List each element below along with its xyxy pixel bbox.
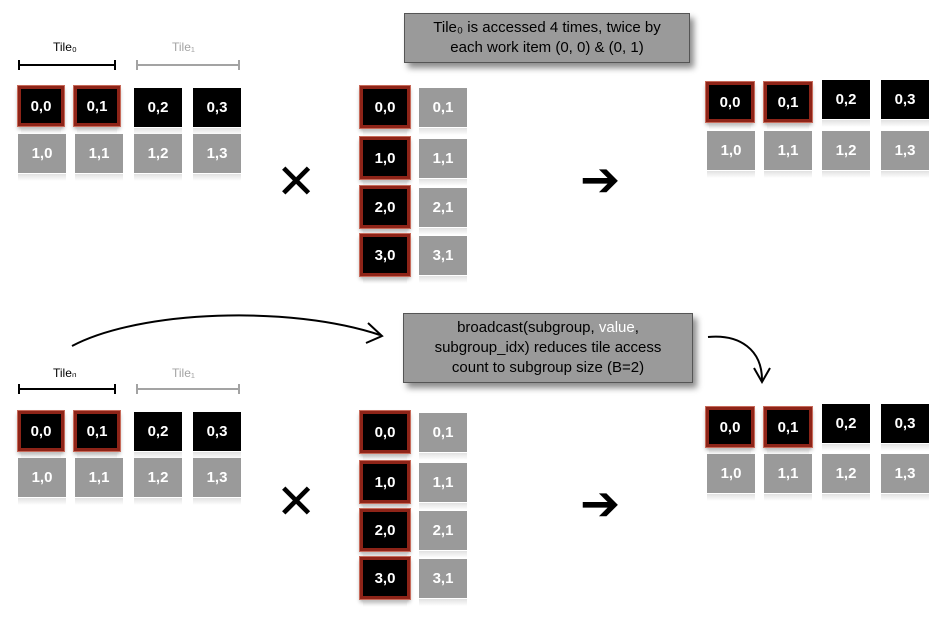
- matrix-cell: 0,2: [822, 404, 870, 451]
- matrix-cell: 2,0: [360, 186, 410, 236]
- multiply-symbol-bottom: ✕: [276, 474, 317, 530]
- matrix-cell: 1,1: [764, 131, 812, 178]
- callout-top: Tile₀ is accessed 4 times, twice by each…: [404, 13, 690, 63]
- matrix-cell: 0,0: [706, 82, 754, 130]
- callout-bottom-line3: count to subgroup size (B=2): [451, 359, 645, 376]
- matrix-cell: 0,3: [881, 404, 929, 451]
- tile1-label-bottom: Tile₁: [172, 366, 195, 380]
- matrix-cell: 1,2: [822, 131, 870, 178]
- callout-bottom-post: ,: [634, 319, 639, 336]
- matrix-cell: 1,0: [360, 461, 410, 511]
- matrix-cell: 1,1: [75, 134, 123, 181]
- matrix-cell: 0,2: [134, 88, 182, 135]
- matrix-cell: 2,1: [419, 511, 467, 558]
- matrix-cell: 3,0: [360, 557, 410, 607]
- matrix-cell: 1,1: [75, 458, 123, 505]
- matrix-cell: 1,3: [881, 454, 929, 501]
- matrix-cell: 1,3: [193, 458, 241, 505]
- matrix-cell: 1,0: [360, 137, 410, 187]
- curved-arrow-right-head: [753, 367, 771, 385]
- matrix-cell: 0,3: [881, 80, 929, 127]
- tile1-bracket-top: [136, 60, 240, 70]
- matrix-cell: 0,0: [706, 407, 754, 455]
- callout-bottom-line1: broadcast(subgroup, value,: [410, 318, 686, 338]
- arrow-symbol-top: ➔: [580, 152, 621, 208]
- tile0-label-top: Tile₀: [53, 40, 77, 54]
- multiply-symbol-top: ✕: [276, 154, 317, 210]
- matrix-cell: 0,1: [764, 82, 812, 130]
- matrix-cell: 0,2: [822, 80, 870, 127]
- curved-arrow-left: [71, 314, 381, 347]
- matrix-cell: 3,0: [360, 234, 410, 284]
- matrix-cell: 3,1: [419, 559, 467, 606]
- matrix-cell: 0,0: [18, 411, 64, 459]
- matrix-cell: 1,3: [881, 131, 929, 178]
- matrix-cell: 1,1: [419, 463, 467, 510]
- callout-bottom-line2: subgroup_idx) reduces tile access: [434, 339, 662, 356]
- matrix-cell: 0,1: [74, 411, 120, 459]
- matrix-cell: 0,1: [419, 413, 467, 460]
- matrix-cell: 1,1: [764, 454, 812, 501]
- callout-top-line2: each work item (0, 0) & (0, 1): [450, 39, 644, 56]
- matrix-cell: 1,0: [707, 131, 755, 178]
- matrix-cell: 0,0: [360, 86, 410, 136]
- matrix-cell: 0,0: [360, 411, 410, 461]
- matrix-cell: 2,1: [419, 188, 467, 235]
- tile1-label-top: Tile₁: [172, 40, 195, 54]
- matrix-cell: 1,2: [822, 454, 870, 501]
- matrix-cell: 0,3: [193, 88, 241, 135]
- matrix-cell: 0,1: [764, 407, 812, 455]
- matrix-cell: 0,3: [193, 412, 241, 459]
- curved-arrow-right: [707, 335, 763, 381]
- matrix-cell: 1,1: [419, 139, 467, 186]
- matrix-cell: 1,2: [134, 134, 182, 181]
- tile0-label-bottom: Tileₙ: [53, 366, 77, 380]
- callout-bottom-highlight: value: [598, 319, 635, 336]
- matrix-cell: 2,0: [360, 509, 410, 559]
- curved-arrow-left-head: [365, 322, 384, 344]
- callout-top-line1: Tile₀ is accessed 4 times, twice by: [433, 19, 661, 36]
- tile0-bracket-top: [18, 60, 116, 70]
- matrix-cell: 1,0: [18, 458, 66, 505]
- matrix-cell: 3,1: [419, 236, 467, 283]
- matrix-cell: 0,1: [74, 86, 120, 134]
- tile1-bracket-bottom: [136, 384, 240, 394]
- callout-bottom-pre: broadcast(subgroup,: [457, 319, 599, 336]
- matrix-cell: 1,3: [193, 134, 241, 181]
- matrix-cell: 0,1: [419, 88, 467, 135]
- callout-bottom: broadcast(subgroup, value, subgroup_idx)…: [403, 313, 693, 383]
- matrix-cell: 0,2: [134, 412, 182, 459]
- arrow-symbol-bottom: ➔: [580, 476, 621, 532]
- matrix-cell: 0,0: [18, 86, 64, 134]
- matrix-cell: 1,0: [18, 134, 66, 181]
- matrix-cell: 1,0: [707, 454, 755, 501]
- tile0-bracket-bottom: [18, 384, 116, 394]
- matrix-cell: 1,2: [134, 458, 182, 505]
